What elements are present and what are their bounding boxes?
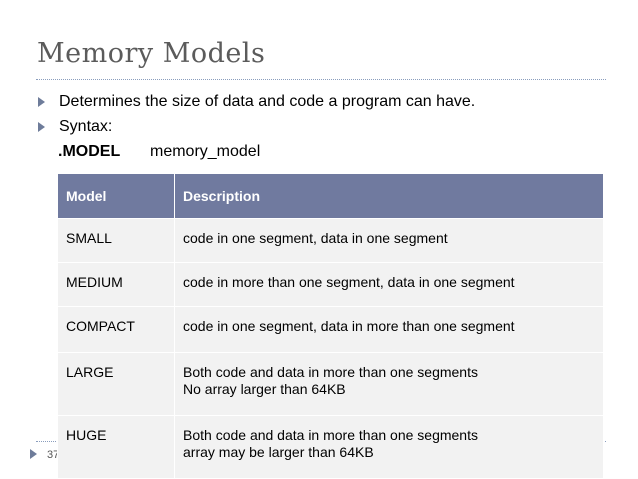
slide-title: Memory Models [37, 38, 266, 69]
table-row: HUGE Both code and data in more than one… [57, 415, 604, 479]
description-line: Both code and data in more than one segm… [183, 427, 478, 443]
model-cell: HUGE [57, 415, 175, 479]
model-cell: SMALL [57, 218, 175, 263]
description-cell: code in more than one segment, data in o… [174, 262, 604, 307]
bullet-text: Determines the size of data and code a p… [59, 93, 476, 110]
description-line: array may be larger than 64KB [183, 444, 374, 460]
description-cell: Both code and data in more than one segm… [174, 352, 604, 416]
model-cell: LARGE [57, 352, 175, 416]
footer-triangle-icon [30, 449, 37, 459]
description-cell: Both code and data in more than one segm… [174, 415, 604, 479]
bullet-item: Syntax: [38, 118, 112, 136]
description-line: Both code and data in more than one segm… [183, 364, 478, 380]
triangle-bullet-icon [38, 97, 45, 107]
description-cell: code in one segment, data in more than o… [174, 306, 604, 353]
page-number: 37 [47, 449, 57, 461]
bullet-text: Syntax: [59, 118, 113, 135]
memory-models-table: Model Description SMALL code in one segm… [57, 173, 604, 479]
model-cell: MEDIUM [57, 262, 175, 307]
table-row: COMPACT code in one segment, data in mor… [57, 306, 604, 353]
syntax-argument: memory_model [150, 143, 261, 160]
description-line: code in one segment, data in one segment [183, 230, 448, 246]
header-model: Model [57, 173, 175, 219]
syntax-keyword: .MODEL [58, 143, 121, 160]
title-divider [36, 79, 606, 80]
triangle-bullet-icon [38, 122, 45, 132]
description-line: code in more than one segment, data in o… [183, 274, 515, 290]
syntax-line: .MODEL memory_model [58, 143, 260, 161]
table-row: SMALL code in one segment, data in one s… [57, 218, 604, 263]
description-cell: code in one segment, data in one segment [174, 218, 604, 263]
description-line: code in one segment, data in more than o… [183, 318, 515, 334]
table-row: LARGE Both code and data in more than on… [57, 352, 604, 416]
table-header-row: Model Description [57, 173, 604, 219]
header-description: Description [174, 173, 604, 219]
bullet-item: Determines the size of data and code a p… [38, 93, 475, 111]
table-row: MEDIUM code in more than one segment, da… [57, 262, 604, 307]
description-line: No array larger than 64KB [183, 381, 346, 397]
model-cell: COMPACT [57, 306, 175, 353]
